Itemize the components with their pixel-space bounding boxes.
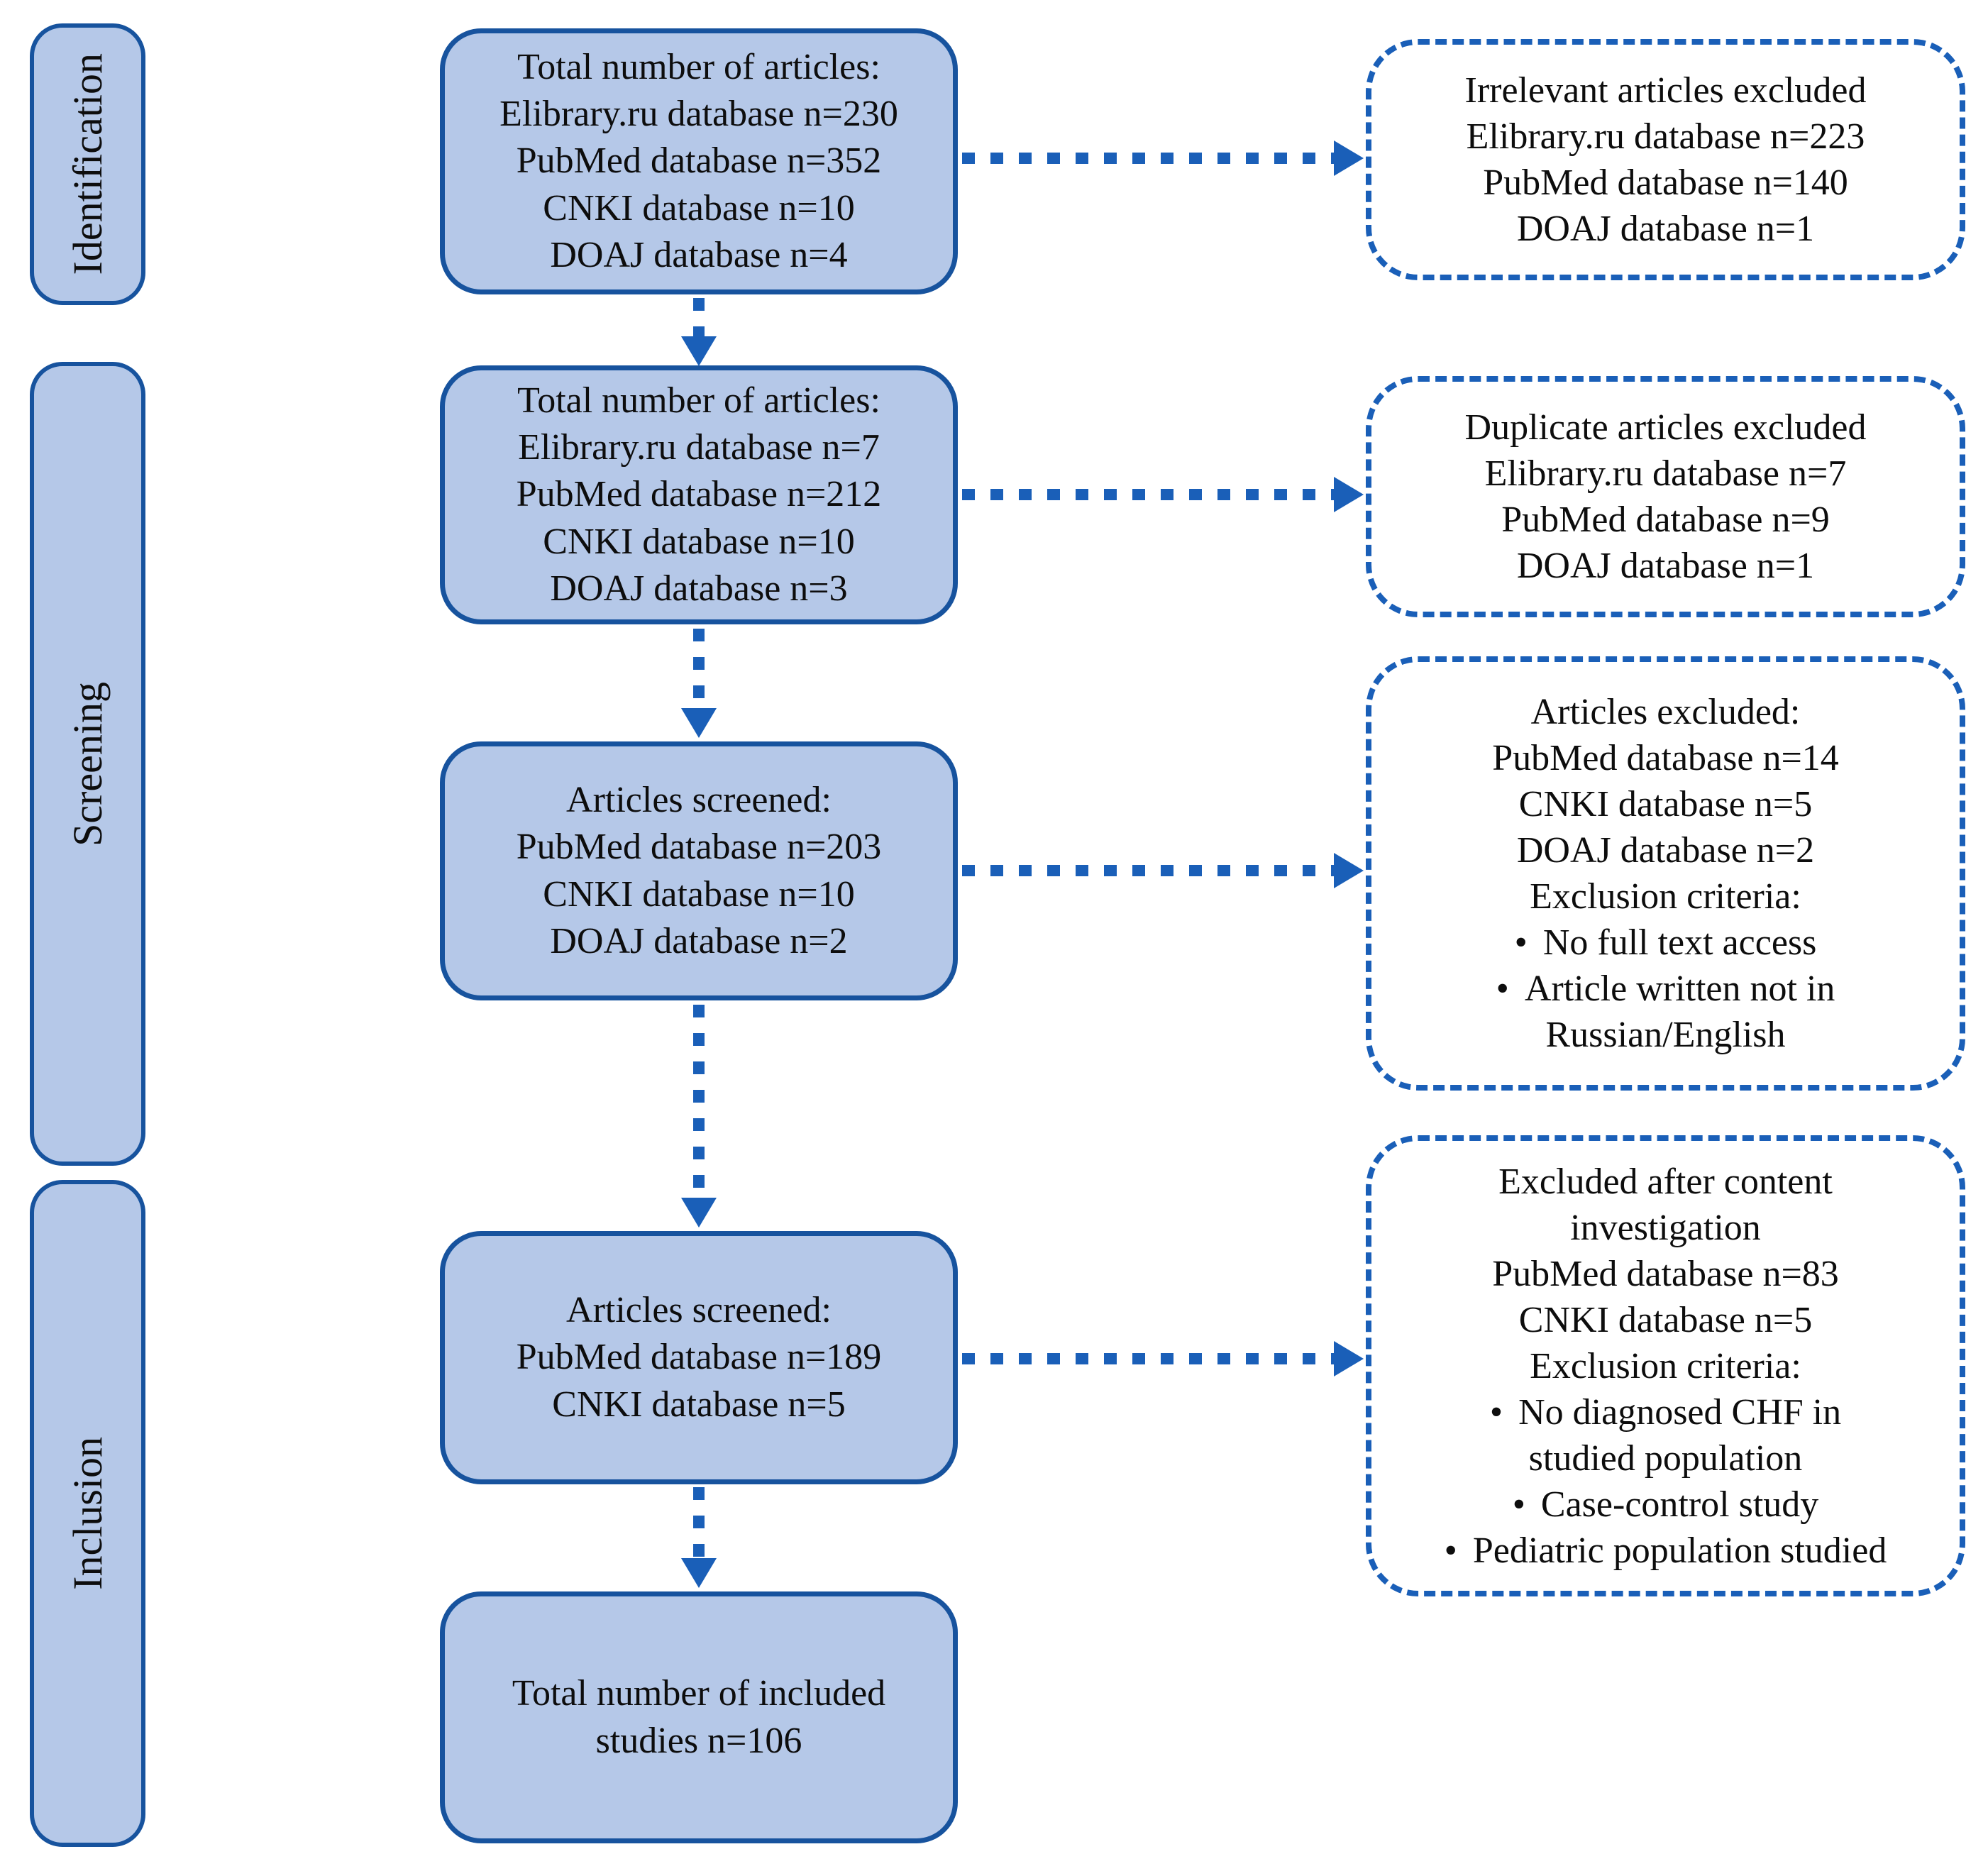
down-arrow-3 — [693, 1005, 705, 1198]
box-line: studies n=106 — [595, 1720, 802, 1761]
box-line: PubMed database n=140 — [1483, 162, 1848, 203]
box-line: Total number of articles: — [517, 380, 880, 421]
box-line: PubMed database n=83 — [1492, 1253, 1839, 1294]
box-line: investigation — [1570, 1207, 1761, 1248]
box-line: CNKI database n=5 — [1518, 784, 1813, 824]
box-line: Total number of articles: — [517, 47, 880, 88]
box-line: CNKI database n=10 — [543, 521, 855, 562]
box-irrelevant-excluded: Irrelevant articles excluded Elibrary.ru… — [1366, 39, 1965, 280]
stage-identification: Identification — [30, 23, 145, 305]
bullet-item: • Case-control study — [1513, 1482, 1819, 1528]
bullet-item: • No diagnosed CHF in studied population — [1435, 1389, 1896, 1482]
bullet-item: • No full text access — [1515, 920, 1817, 966]
down-arrow-1 — [693, 298, 705, 339]
stage-inclusion-label: Inclusion — [65, 1437, 111, 1590]
box-line: Irrelevant articles excluded — [1464, 70, 1867, 111]
box-line: Excluded after content — [1498, 1161, 1833, 1202]
down-arrow-2 — [693, 629, 705, 708]
box-total-articles-identified: Total number of articles: Elibrary.ru da… — [440, 28, 958, 294]
box-line: CNKI database n=10 — [543, 187, 855, 228]
box-line: DOAJ database n=3 — [550, 568, 848, 609]
box-line: PubMed database n=14 — [1492, 738, 1839, 778]
bullet-text: No full text access — [1542, 922, 1817, 963]
right-arrow-2 — [962, 489, 1335, 500]
down-arrow-4 — [693, 1487, 705, 1558]
box-line: CNKI database n=5 — [1518, 1299, 1813, 1340]
box-line: PubMed database n=352 — [516, 140, 882, 182]
bullet-item: • Pediatric population studied — [1445, 1528, 1887, 1574]
stage-inclusion: Inclusion — [30, 1180, 145, 1847]
box-line: DOAJ database n=2 — [1516, 830, 1815, 871]
box-line: DOAJ database n=1 — [1516, 209, 1815, 249]
down-arrowhead-icon — [681, 1198, 717, 1227]
right-arrow-4 — [962, 1353, 1335, 1364]
down-arrowhead-icon — [681, 1558, 717, 1588]
bullet-icon: • — [1496, 969, 1509, 1009]
box-line: Elibrary.ru database n=230 — [499, 94, 898, 135]
box-articles-screened-1: Articles screened: PubMed database n=203… — [440, 741, 958, 1000]
box-line: Articles screened: — [566, 780, 832, 821]
box-line: Elibrary.ru database n=7 — [518, 427, 880, 468]
box-line: Exclusion criteria: — [1530, 1345, 1801, 1386]
bullet-icon: • — [1489, 1391, 1503, 1433]
bullet-text: Pediatric population studied — [1472, 1530, 1887, 1571]
stage-screening-label: Screening — [65, 681, 111, 846]
bullet-text: No diagnosed CHF in studied population — [1518, 1391, 1842, 1479]
box-line: PubMed database n=212 — [516, 474, 882, 515]
box-line: PubMed database n=189 — [516, 1337, 882, 1378]
stage-screening: Screening — [30, 362, 145, 1166]
right-arrowhead-icon — [1334, 140, 1364, 176]
box-included-studies: Total number of included studies n=106 — [440, 1591, 958, 1843]
box-articles-excluded: Articles excluded: PubMed database n=14 … — [1366, 656, 1965, 1091]
bullet-icon: • — [1512, 1484, 1525, 1525]
down-arrowhead-icon — [681, 708, 717, 738]
bullet-text: Case-control study — [1540, 1484, 1819, 1525]
bullet-item: • Article written not in Russian/English — [1435, 966, 1896, 1058]
box-line: DOAJ database n=2 — [550, 920, 848, 961]
box-line: Duplicate articles excluded — [1464, 407, 1867, 448]
box-line: Exclusion criteria: — [1530, 876, 1801, 917]
stage-identification-label: Identification — [65, 53, 111, 275]
box-line: DOAJ database n=4 — [550, 234, 848, 275]
box-duplicates-excluded: Duplicate articles excluded Elibrary.ru … — [1366, 376, 1965, 617]
box-excluded-after-content: Excluded after content investigation Pub… — [1366, 1135, 1965, 1596]
box-line: Articles screened: — [566, 1290, 832, 1331]
down-arrowhead-icon — [681, 336, 717, 366]
box-line: PubMed database n=9 — [1501, 500, 1830, 540]
bullet-icon: • — [1444, 1530, 1457, 1571]
bullet-icon: • — [1514, 922, 1528, 963]
right-arrow-3 — [962, 865, 1335, 876]
box-total-articles-after-duplicates: Total number of articles: Elibrary.ru da… — [440, 365, 958, 624]
box-line: Articles excluded: — [1530, 692, 1801, 732]
box-line: Total number of included — [512, 1673, 886, 1714]
right-arrowhead-icon — [1334, 853, 1364, 888]
right-arrow-1 — [962, 153, 1335, 164]
box-line: CNKI database n=5 — [552, 1384, 846, 1425]
box-line: Elibrary.ru database n=7 — [1484, 453, 1847, 494]
box-line: PubMed database n=203 — [516, 827, 882, 868]
box-articles-screened-2: Articles screened: PubMed database n=189… — [440, 1231, 958, 1484]
box-line: DOAJ database n=1 — [1516, 546, 1815, 586]
box-line: Elibrary.ru database n=223 — [1466, 116, 1865, 157]
right-arrowhead-icon — [1334, 477, 1364, 512]
right-arrowhead-icon — [1334, 1341, 1364, 1376]
box-line: CNKI database n=10 — [543, 873, 855, 915]
bullet-text: Article written not in Russian/English — [1524, 969, 1835, 1055]
